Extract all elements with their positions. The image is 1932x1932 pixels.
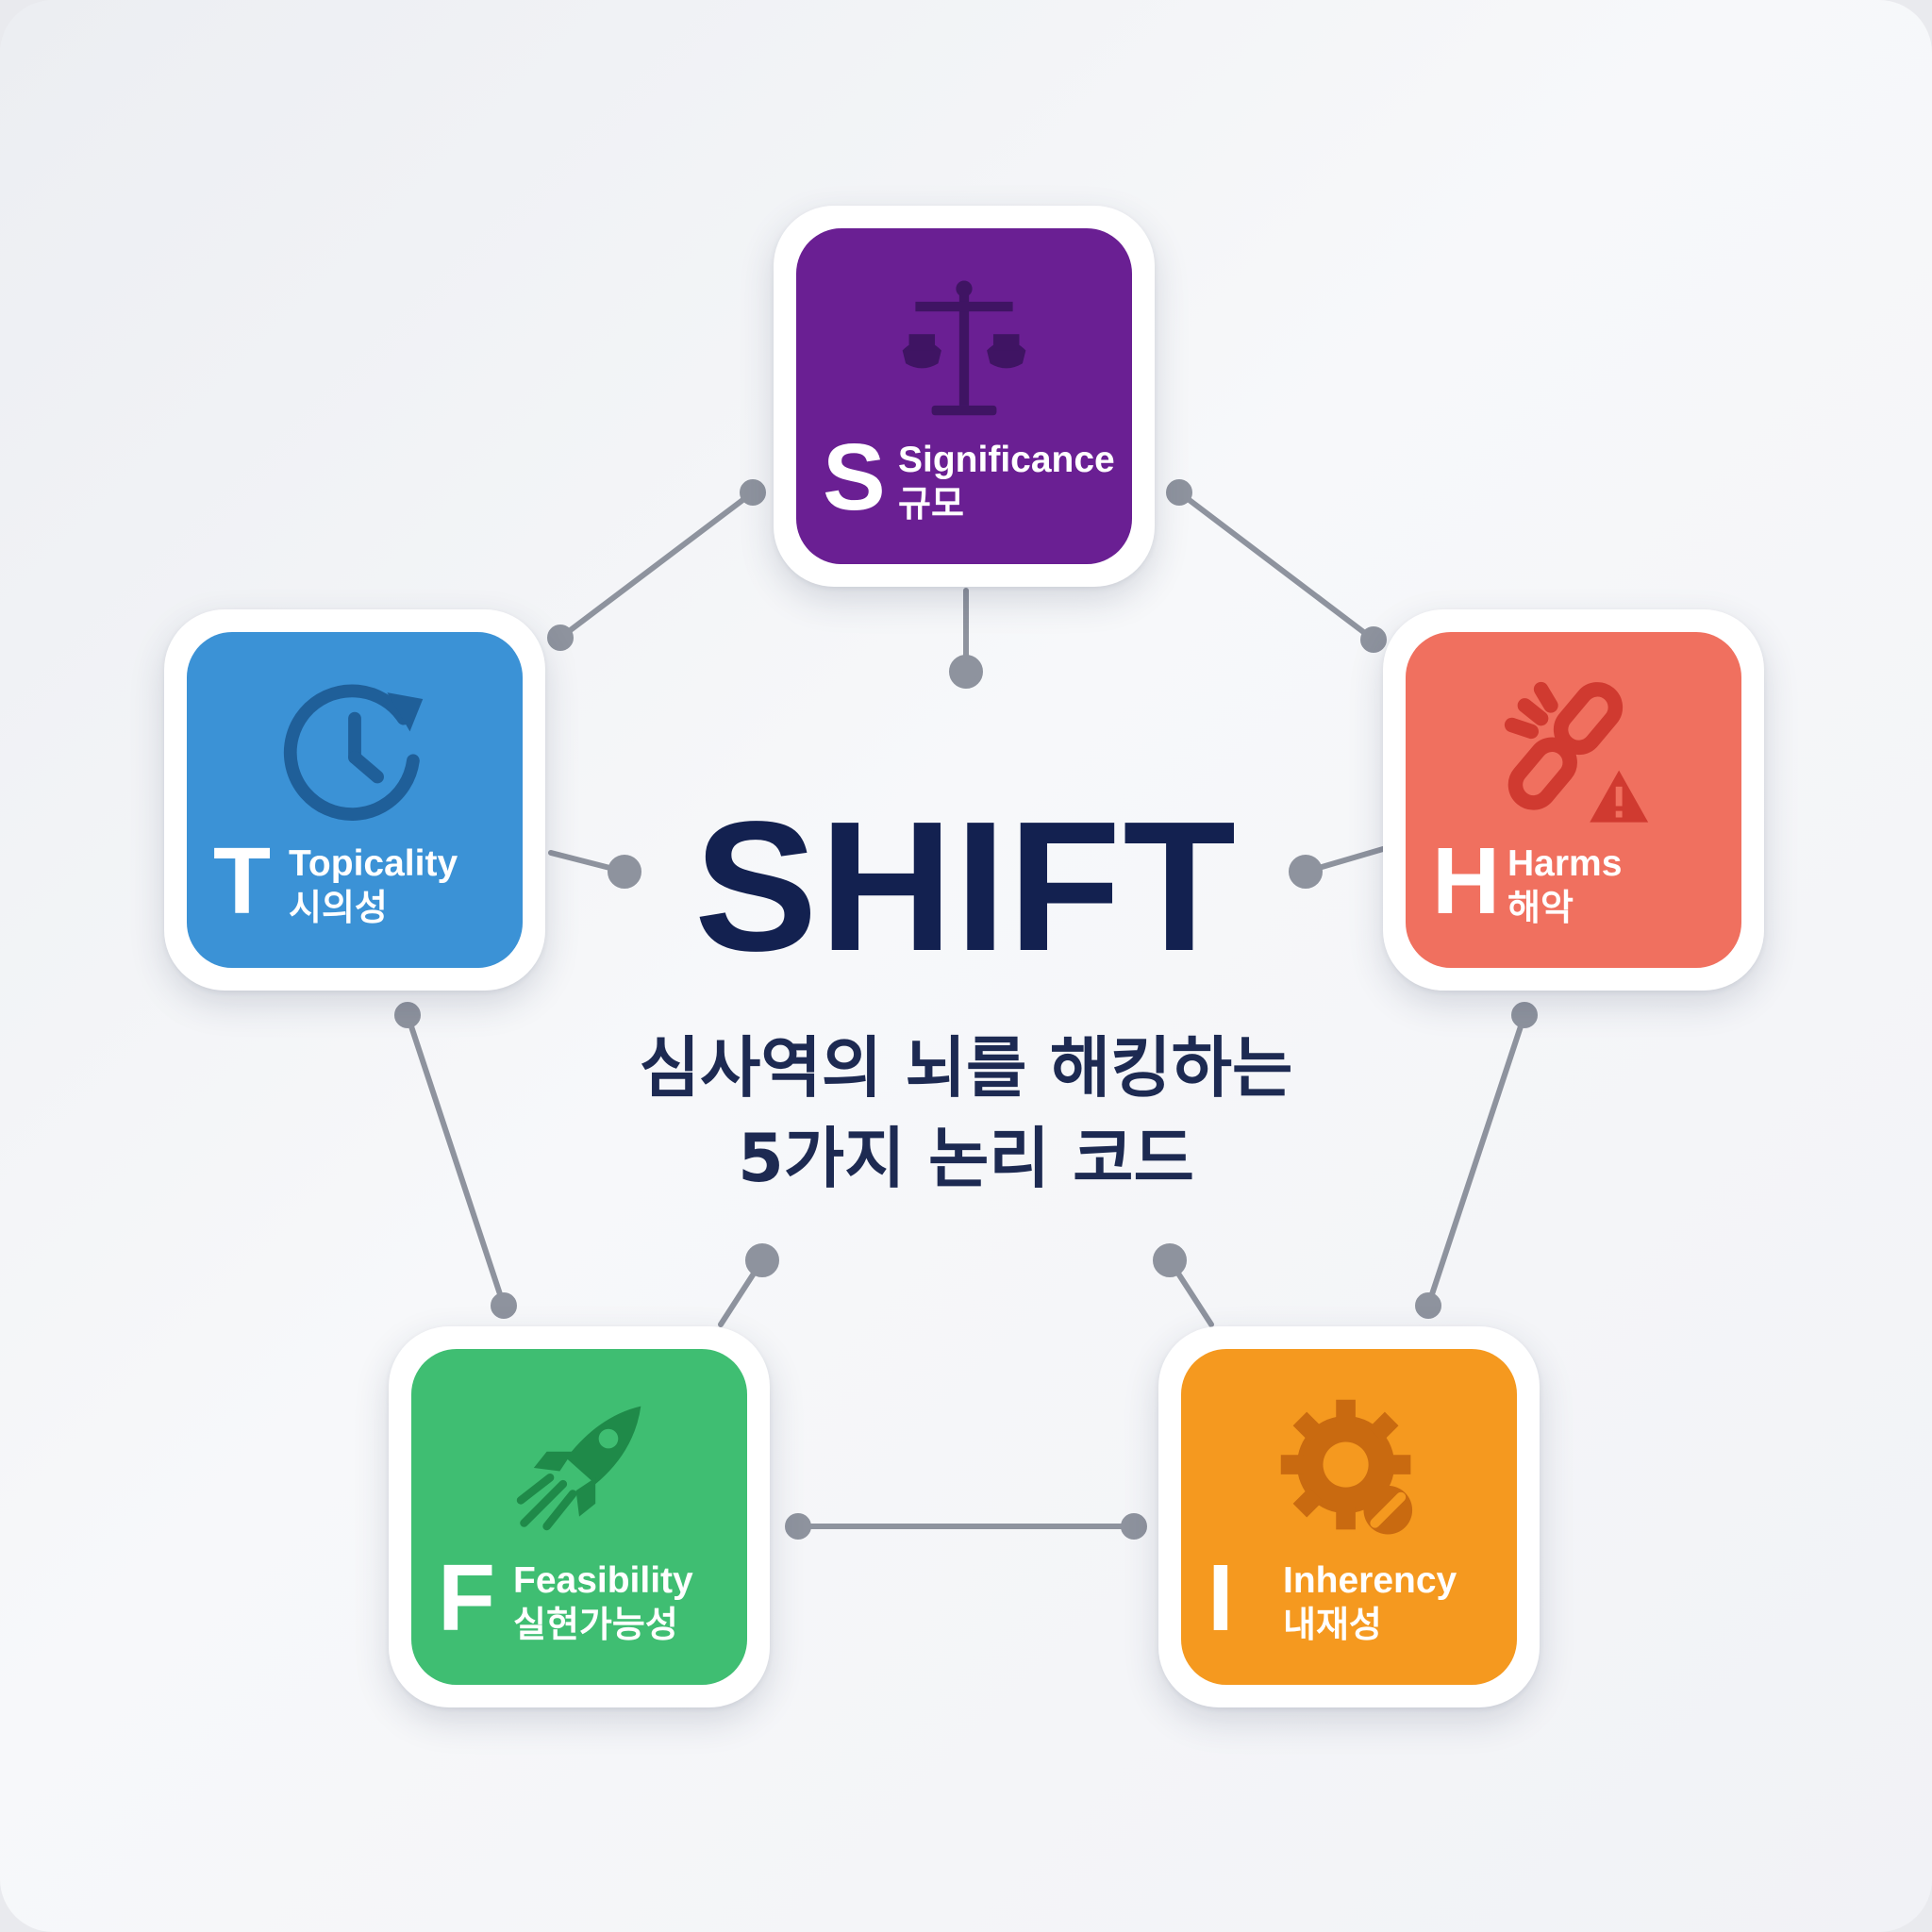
broken-chain-warning-icon bbox=[1504, 681, 1649, 823]
gear-wrench-icon bbox=[1280, 1399, 1413, 1535]
connector-dot bbox=[949, 655, 983, 689]
node-korean-name: 실현가능성 bbox=[513, 1604, 678, 1645]
subtitle-line-1: 심사역의 뇌를 해킹하는 bbox=[639, 1029, 1293, 1107]
node-korean-name: 해악 bbox=[1507, 887, 1574, 928]
tile-harms: H Harms 해악 bbox=[1406, 632, 1741, 968]
node-topicality: T Topicality 시의성 bbox=[164, 609, 545, 991]
clock-refresh-icon bbox=[283, 684, 424, 821]
tile-inherency: I Inherency 내재성 bbox=[1181, 1349, 1517, 1685]
connector-dot bbox=[1153, 1243, 1187, 1277]
node-korean-name: 규모 bbox=[898, 483, 964, 525]
connector-dot bbox=[1121, 1513, 1147, 1540]
connector-dot bbox=[1415, 1292, 1441, 1319]
tile-topicality: T Topicality 시의성 bbox=[187, 632, 523, 968]
scales-icon bbox=[902, 280, 1026, 416]
connector-dot bbox=[1289, 855, 1323, 889]
connector-dot bbox=[547, 625, 574, 651]
node-inherency: I Inherency 내재성 bbox=[1158, 1326, 1540, 1707]
node-harms: H Harms 해악 bbox=[1383, 609, 1764, 991]
node-korean-name: 시의성 bbox=[289, 887, 388, 928]
connector-dot bbox=[1166, 479, 1192, 506]
node-name: Topicality bbox=[289, 843, 458, 884]
node-letter: S bbox=[823, 425, 886, 530]
node-letter: T bbox=[213, 828, 272, 934]
connector-dot bbox=[1511, 1002, 1538, 1028]
node-letter: I bbox=[1208, 1545, 1234, 1651]
connector-dot bbox=[394, 1002, 421, 1028]
connector-dot bbox=[785, 1513, 811, 1540]
tile-feasibility: F Feasibility 실현가능성 bbox=[411, 1349, 747, 1685]
node-korean-name: 내재성 bbox=[1283, 1604, 1382, 1645]
node-name: Harms bbox=[1507, 843, 1623, 884]
connector-t-f bbox=[405, 1012, 507, 1308]
node-name: Significance bbox=[898, 440, 1115, 480]
node-name: Feasibility bbox=[513, 1560, 693, 1601]
connector-dot bbox=[740, 479, 766, 506]
node-letter: F bbox=[438, 1545, 496, 1651]
subtitle-line-2: 5가지 논리 코드 bbox=[738, 1120, 1194, 1197]
connector-dot bbox=[608, 855, 641, 889]
diagram-title: SHIFT bbox=[693, 783, 1239, 990]
node-significance: S Significance 규모 bbox=[774, 206, 1155, 587]
rocket-icon bbox=[516, 1406, 641, 1531]
node-letter: H bbox=[1432, 828, 1501, 934]
node-name: Inherency bbox=[1283, 1560, 1457, 1601]
connector-dot bbox=[745, 1243, 779, 1277]
tile-significance: S Significance 규모 bbox=[796, 228, 1132, 564]
connector-dot bbox=[1360, 626, 1387, 653]
node-feasibility: F Feasibility 실현가능성 bbox=[389, 1326, 770, 1707]
connector-dot bbox=[491, 1292, 517, 1319]
connector-h-i bbox=[1425, 1012, 1527, 1308]
connector-s-t bbox=[558, 490, 756, 641]
connector-s-h bbox=[1176, 490, 1376, 642]
